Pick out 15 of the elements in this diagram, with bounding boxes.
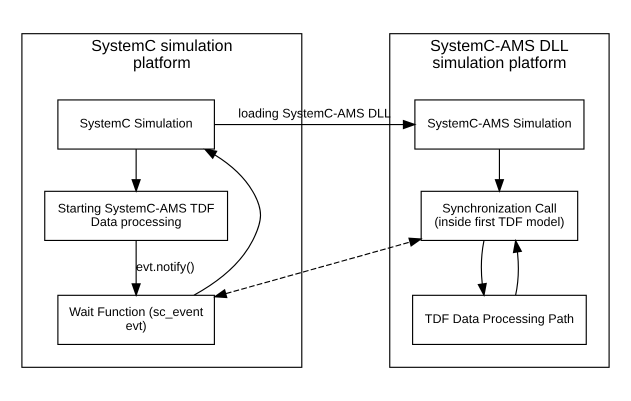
arrow [494, 150, 504, 193]
arrow [477, 240, 487, 297]
node-box: Synchronization Call (inside first TDF model) [420, 190, 578, 242]
node-box: SystemC Simulation [57, 99, 215, 150]
node-box: Wait Function (sc_event evt) [57, 294, 215, 346]
arrow [512, 238, 522, 296]
node-box: Starting SystemC-AMS TDF Data processing [44, 190, 228, 242]
edge-label: evt.notify() [136, 260, 195, 274]
arrow [131, 240, 141, 298]
node-box: TDF Data Processing Path [412, 294, 587, 346]
arrow [213, 238, 423, 298]
node-box: SystemC-AMS Simulation [414, 99, 585, 150]
arrow [131, 150, 141, 193]
arrow [214, 120, 417, 130]
arrow [194, 148, 262, 296]
